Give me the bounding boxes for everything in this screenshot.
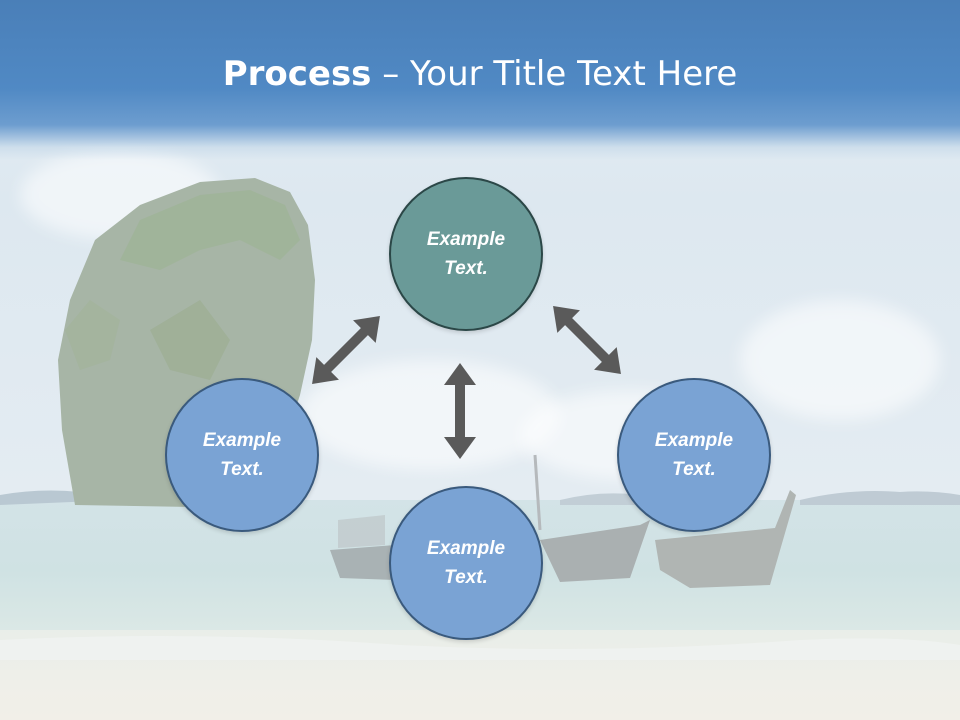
title-banner [0, 0, 960, 160]
process-node-right[interactable]: Example Text. [617, 378, 771, 532]
cloud [300, 360, 560, 470]
arrow-top-bottom [444, 363, 476, 459]
longtail-boat [330, 545, 395, 580]
node-left-text: Example Text. [202, 430, 282, 480]
arrow-top-right [541, 294, 633, 386]
boat-pole [533, 454, 542, 531]
rock-vegetation [150, 300, 230, 380]
rock-vegetation [120, 190, 300, 270]
arrow-top-left [300, 304, 392, 396]
longtail-boat [540, 520, 650, 582]
node-right-text: Example Text. [654, 430, 734, 480]
page-title: Process – Your Title Text Here [0, 52, 960, 96]
rock-vegetation [65, 300, 120, 370]
cloud [740, 300, 940, 420]
title-rest: – Your Title Text Here [371, 54, 738, 94]
shoreline-foam [0, 636, 960, 660]
distant-hill [800, 491, 960, 505]
title-bold: Process [222, 54, 372, 94]
process-node-bottom[interactable]: Example Text. [389, 486, 543, 640]
process-node-top[interactable]: Example Text. [389, 177, 543, 331]
node-top-text: Example Text. [426, 229, 506, 279]
boat-canopy [338, 515, 385, 548]
node-bottom-text: Example Text. [426, 538, 506, 588]
process-node-left[interactable]: Example Text. [165, 378, 319, 532]
longtail-boat [655, 490, 796, 588]
